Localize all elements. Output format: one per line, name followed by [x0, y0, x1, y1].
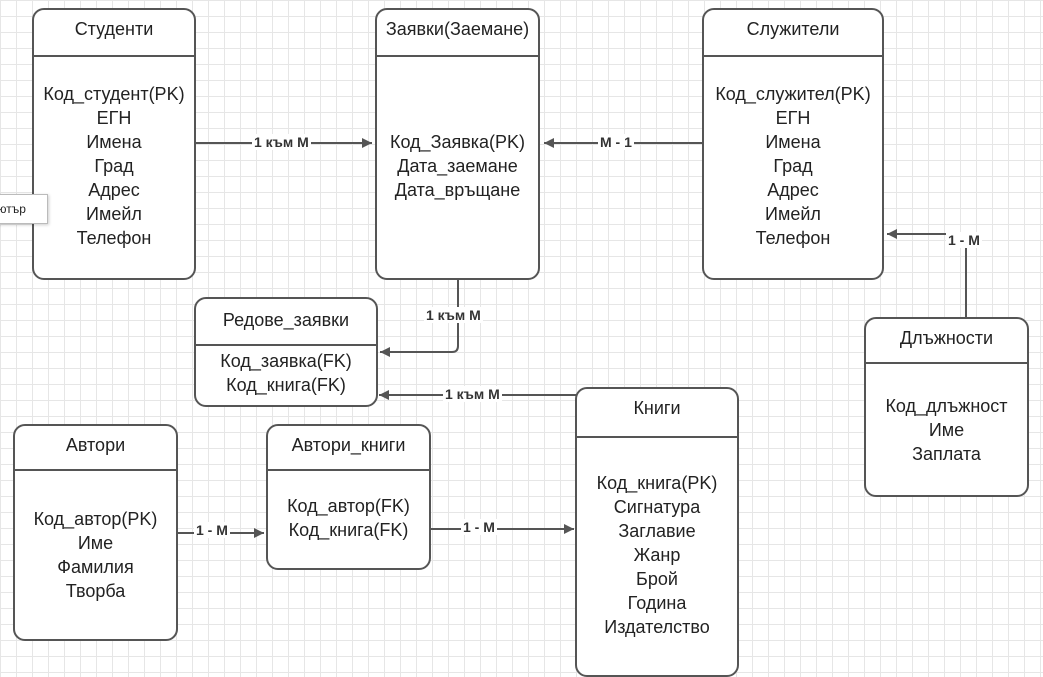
entity-title: Автори [15, 426, 176, 471]
entity-author-books[interactable]: Автори_книги Код_автор(FK) Код_книга(FK) [266, 424, 431, 570]
entity-fields: Код_заявка(FK) Код_книга(FK) [196, 346, 376, 397]
relation-label-loans-lines: 1 към М [424, 307, 483, 323]
field: Заглавие [618, 521, 696, 541]
field: Заплата [912, 444, 981, 464]
entity-authors[interactable]: Автори Код_автор(PK) Име Фамилия Творба [13, 424, 178, 641]
field: Жанр [633, 545, 681, 565]
field: Име [77, 533, 114, 553]
tooltip: пютър [0, 194, 48, 224]
field: Дата_заемане [397, 156, 518, 176]
relation-loans-lines [380, 280, 459, 357]
field: Код_автор(PK) [33, 509, 158, 529]
entity-title: Студенти [34, 10, 194, 57]
field: Дата_връщане [394, 180, 521, 200]
entity-title: Книги [577, 389, 737, 438]
entity-positions[interactable]: Длъжности Код_длъжност Име Заплата [864, 317, 1029, 497]
field: Телефон [76, 228, 152, 248]
entity-employees[interactable]: Служители Код_служител(PK) ЕГН Имена Гра… [702, 8, 884, 280]
relation-label-students-loans: 1 към М [252, 134, 311, 150]
field: Име [928, 420, 965, 440]
field: Имена [765, 132, 821, 152]
entity-loans[interactable]: Заявки(Заемане) Код_Заявка(PK) Дата_заем… [375, 8, 540, 280]
entity-title: Редове_заявки [196, 299, 376, 346]
field: Имена [86, 132, 142, 152]
field: Код_служител(PK) [715, 84, 871, 104]
field: Код_книга(FK) [288, 520, 409, 540]
entity-fields: Код_Заявка(PK) Дата_заемане Дата_връщане [377, 57, 538, 202]
entity-title: Автори_книги [268, 426, 429, 471]
diagram-canvas: Студенти Код_студент(PK) ЕГН Имена Град … [0, 8, 1029, 677]
field: Код_студент(PK) [43, 84, 185, 104]
field: Имейл [765, 204, 821, 224]
entity-fields: Код_служител(PK) ЕГН Имена Град Адрес Им… [704, 57, 882, 250]
relation-label-positions-employees: 1 - M [946, 232, 982, 248]
relation-label-employees-loans: М - 1 [598, 134, 634, 150]
field: Код_книга(FK) [226, 375, 346, 395]
entity-fields: Код_студент(PK) ЕГН Имена Град Адрес Име… [34, 57, 194, 250]
entity-title: Длъжности [866, 319, 1027, 364]
field: Адрес [88, 180, 140, 200]
field: Код_книга(PK) [596, 473, 718, 493]
field: Код_длъжност [885, 396, 1008, 416]
entity-loan-lines[interactable]: Редове_заявки Код_заявка(FK) Код_книга(F… [194, 297, 378, 407]
entity-fields: Код_книга(PK) Сигнатура Заглавие Жанр Бр… [577, 438, 737, 639]
field: Сигнатура [613, 497, 701, 517]
field: Телефон [755, 228, 831, 248]
field: Фамилия [57, 557, 134, 577]
field: Код_Заявка(PK) [389, 132, 526, 152]
entity-students[interactable]: Студенти Код_студент(PK) ЕГН Имена Град … [32, 8, 196, 280]
relation-label-authors-authorbooks: 1 - M [194, 522, 230, 538]
field: Адрес [767, 180, 819, 200]
field: Творба [65, 581, 126, 601]
field: Издателство [604, 617, 710, 637]
field: Код_заявка(FK) [220, 351, 352, 371]
entity-fields: Код_автор(PK) Име Фамилия Творба [15, 471, 176, 603]
field: ЕГН [775, 108, 811, 128]
field: ЕГН [96, 108, 132, 128]
entity-fields: Код_длъжност Име Заплата [866, 364, 1027, 466]
relation-label-authorbooks-books: 1 - M [461, 519, 497, 535]
field: Година [627, 593, 687, 613]
entity-title: Заявки(Заемане) [377, 10, 538, 57]
relation-label-books-lines: 1 към М [443, 386, 502, 402]
field: Град [94, 156, 134, 176]
field: Имейл [86, 204, 142, 224]
entity-books[interactable]: Книги Код_книга(PK) Сигнатура Заглавие Ж… [575, 387, 739, 677]
entity-fields: Код_автор(FK) Код_книга(FK) [268, 471, 429, 542]
field: Град [773, 156, 813, 176]
tooltip-text: пютър [0, 202, 26, 216]
field: Брой [636, 569, 678, 589]
entity-title: Служители [704, 10, 882, 57]
field: Код_автор(FK) [287, 496, 410, 516]
